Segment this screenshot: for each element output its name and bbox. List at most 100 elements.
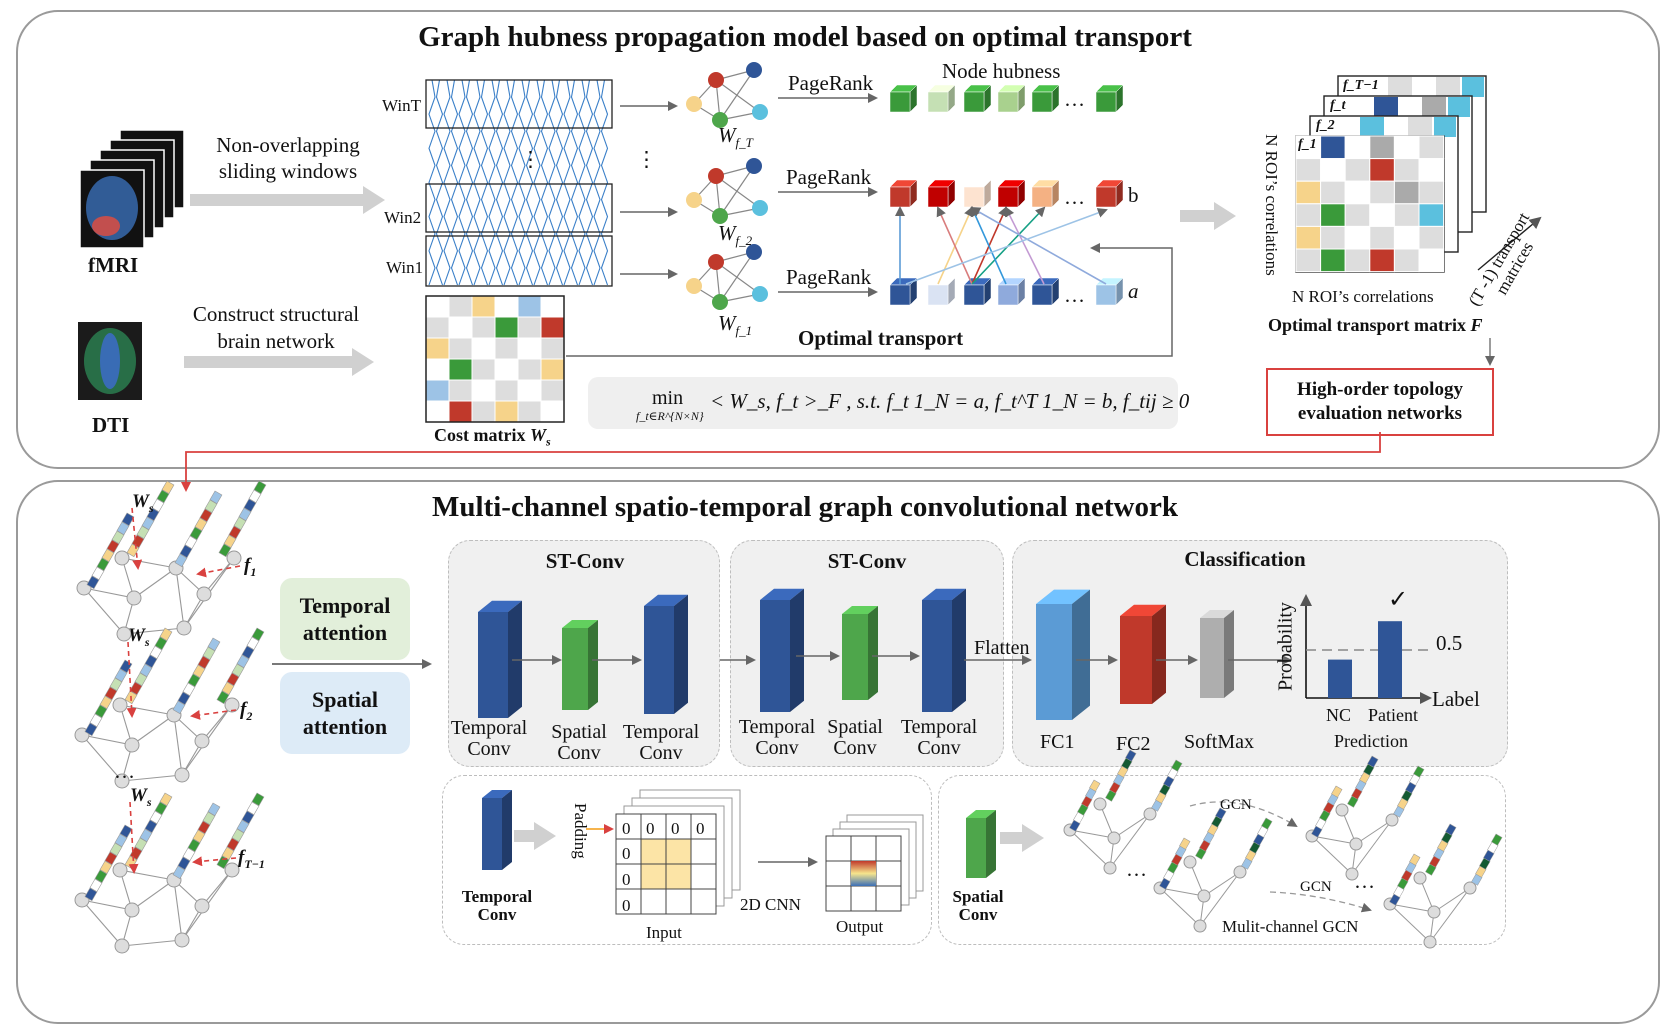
ot-f1-cell-5-4 <box>1393 248 1420 273</box>
hubness-a-cube-0 <box>889 284 911 306</box>
hubness-a-cube-3 <box>997 284 1019 306</box>
s2-temporal-b-line2: Conv <box>917 737 961 759</box>
hubness-t-cube-5 <box>1095 91 1117 113</box>
input-cell-0-2 <box>665 813 692 840</box>
graph-f1-edge-6 <box>123 627 185 635</box>
stconv-title-1: ST-Conv <box>545 549 625 573</box>
cost-cell-6 <box>425 316 450 339</box>
transport-line-7 <box>970 207 1107 285</box>
ot-f1-cell-4-5 <box>1418 225 1445 250</box>
ws-label-2-symbol: W <box>128 625 145 646</box>
ot-f1-cell-0-2 <box>1344 135 1371 160</box>
ot-stack-label-f1: f_1 <box>1298 137 1317 152</box>
fc2-block <box>1120 616 1152 704</box>
pad-zero-6: 0 <box>622 870 631 889</box>
cost-cell-33 <box>494 400 519 423</box>
ftm1-sub: T−1 <box>244 856 265 871</box>
graph-f2-node-6 <box>114 773 130 789</box>
graph-ftm1-bar-1-7 <box>159 792 173 807</box>
graph-f2-node-1 <box>112 697 128 713</box>
hot-line2: evaluation networks <box>1297 403 1463 424</box>
s2-temporal-block-b <box>922 600 952 712</box>
gcn-arrow-2 <box>1269 891 1372 913</box>
graph-ftm1-edge-9 <box>81 899 123 947</box>
prob-bar-nc <box>1328 659 1352 698</box>
sc-detail-block-side <box>986 810 996 878</box>
graph-f2-node-5 <box>224 697 240 713</box>
graph-f2-edge-2 <box>131 714 175 746</box>
gcn-graph-out-1-bar-0-5 <box>1331 785 1343 798</box>
patient-label: Patient <box>1368 705 1418 725</box>
bold-signal-3 <box>450 79 459 286</box>
ot-f1-cell-3-2 <box>1344 203 1371 227</box>
probability-axis-label: Probability <box>1274 602 1297 691</box>
cost-cell-32 <box>471 400 496 423</box>
node-hubness-label: Node hubness <box>942 59 1061 83</box>
gcn-graph-in-1-bar-0-5 <box>1089 779 1101 792</box>
cost-cell-3 <box>494 295 519 318</box>
gcn-graph-in-2-bar-2-5 <box>1261 817 1273 830</box>
ot-f1-cell-2-2 <box>1344 180 1371 205</box>
graph-wf1-edge-6 <box>719 251 755 303</box>
cost-cell-24 <box>425 379 450 402</box>
output-label: Output <box>836 917 884 936</box>
multichannel-gcn-label: Mulit-channel GCN <box>1222 917 1359 936</box>
output-cell-0-0 <box>825 835 852 862</box>
transport-line-6 <box>1005 206 1045 285</box>
bold-signal-8 <box>488 79 496 286</box>
graph-f1-bar-1-7 <box>161 480 175 495</box>
ftm1-symbol: f <box>238 847 245 868</box>
fc1-label: FC1 <box>1040 731 1075 753</box>
ot-f1-cell-3-3 <box>1369 203 1395 227</box>
window-2 <box>425 183 613 233</box>
input-cell-0-3 <box>690 813 717 840</box>
graph-f1-edge-4 <box>203 557 235 595</box>
fc1-block-top <box>1036 589 1090 604</box>
s1-spatial-block-side <box>588 620 598 710</box>
window-1 <box>425 235 613 287</box>
gcn-graph-out-1-edge-4 <box>1351 819 1393 875</box>
f2-sub: 2 <box>246 708 253 723</box>
classification-title: Classification <box>1184 547 1306 571</box>
graph-f2-edge-7 <box>173 714 183 776</box>
bold-signal-18 <box>563 79 571 286</box>
output-cell-0-1 <box>850 835 877 862</box>
s1-spatial-line1: Spatial <box>551 721 607 743</box>
ws-arrow-1 <box>131 507 143 570</box>
ot-stack-label-ft: f_t <box>1330 98 1346 113</box>
cost-cell-26 <box>471 379 496 402</box>
graph-f1-edge-0 <box>83 587 135 599</box>
fc1-block <box>1036 604 1072 720</box>
cost-cell-1 <box>448 295 473 318</box>
cost-cell-14 <box>471 337 496 360</box>
graph-f1-node-5 <box>226 550 242 566</box>
ot-f1-cell-2-0 <box>1295 180 1322 205</box>
fc2-label: FC2 <box>1116 733 1151 755</box>
hubness-a-cube-4 <box>1031 284 1053 306</box>
hubness-b-cube-5 <box>1095 186 1117 208</box>
gcn-graph-in-1-bar-2-5 <box>1171 759 1183 772</box>
bold-signal-15 <box>540 79 549 286</box>
bold-signal-12 <box>518 79 526 286</box>
ot-f1-cell-5-5 <box>1418 248 1445 273</box>
graph-wft-node-4 <box>752 104 768 120</box>
graph-wf1-node-0 <box>686 278 702 294</box>
ot-arrow <box>1180 202 1236 230</box>
ot-matrix-label: Optimal transport matrix F <box>1268 316 1483 335</box>
gcn-graph-in-2-node-2 <box>1197 889 1211 903</box>
gcn-graph-in-2-bar-0-5 <box>1179 837 1191 850</box>
s1-temporal-block-b-top <box>644 594 688 606</box>
graph-f1-node-1 <box>114 550 130 566</box>
w-f1-symbol: W <box>718 311 736 335</box>
cost-cell-31 <box>448 400 473 423</box>
graph-wft-edge-4 <box>715 79 761 113</box>
graph-ftm1-edge-7 <box>173 879 183 941</box>
ot-f1-cell-3-4 <box>1393 203 1420 227</box>
graph-f2-node-7 <box>174 767 190 783</box>
ot-f1-cell-4-2 <box>1344 225 1371 250</box>
fc1-block-side <box>1072 589 1090 720</box>
ot-f1-cell-0-4 <box>1393 135 1420 160</box>
cost-cell-30 <box>425 400 450 423</box>
